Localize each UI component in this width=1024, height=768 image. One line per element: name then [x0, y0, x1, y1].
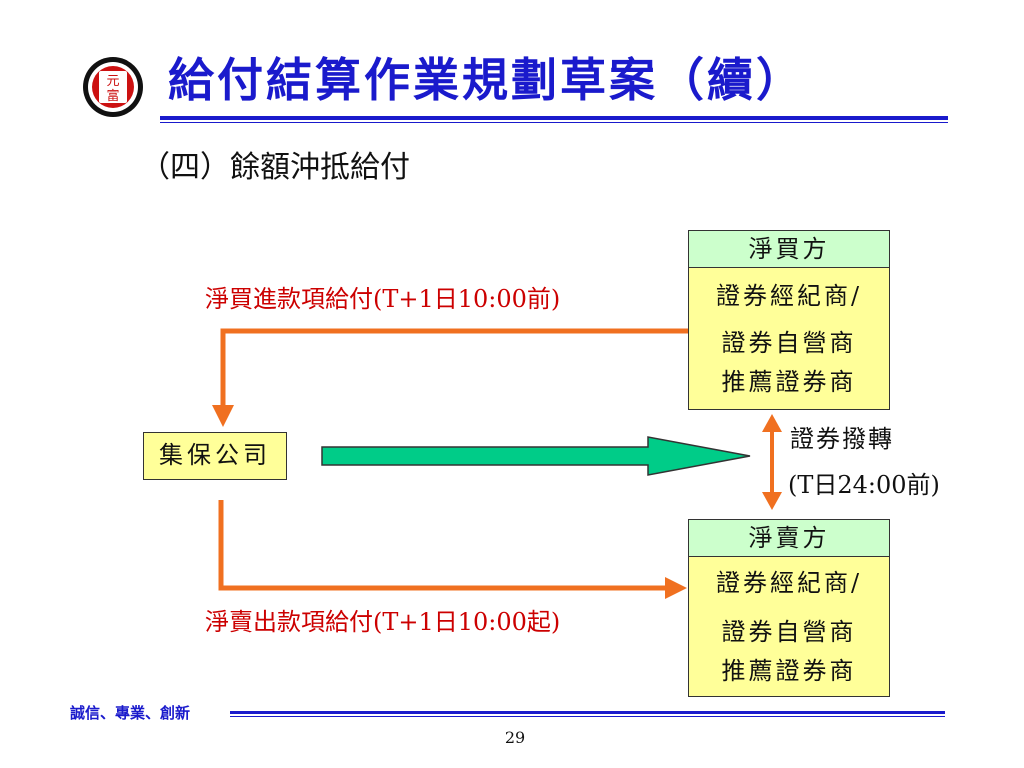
securities-transfer-arrowhead-up: [762, 414, 782, 432]
footer-rule-thin: [230, 716, 945, 717]
company-logo: 元 富: [83, 57, 143, 117]
net-buyer-box: 淨買方 證券經紀商/ 證券自營商 推薦證券商: [688, 230, 890, 410]
net-buyer-line-1: 證券經紀商/: [715, 282, 863, 310]
title-underline-thin: [160, 122, 948, 123]
net-seller-line-2: 證券自營商: [721, 618, 857, 646]
net-buyer-line-2: 證券自營商: [721, 329, 857, 357]
sell-payment-arrowhead: [665, 577, 687, 599]
logo-char-2: 富: [106, 88, 119, 104]
net-buyer-line-3: 推薦證券商: [721, 368, 857, 396]
net-seller-header: 淨賣方: [689, 520, 889, 557]
securities-transfer-arrowhead-down: [762, 492, 782, 510]
tdcc-box: 集保公司: [143, 432, 287, 480]
section-subtitle: （四）餘額沖抵給付: [140, 150, 410, 185]
net-buyer-header: 淨買方: [689, 231, 889, 268]
securities-flow-arrow: [321, 436, 751, 476]
footer-rule: [230, 711, 945, 714]
net-seller-line-3: 推薦證券商: [721, 657, 857, 685]
logo-char-1: 元: [106, 74, 119, 89]
securities-transfer-label: 證券撥轉: [790, 425, 894, 453]
page-title: 給付結算作業規劃草案（續）: [168, 53, 805, 107]
net-seller-box: 淨賣方 證券經紀商/ 證券自營商 推薦證券商: [688, 519, 890, 697]
title-underline: [160, 116, 948, 120]
securities-transfer-deadline: (T日24:00前): [788, 471, 940, 499]
page-number: 29: [504, 728, 526, 747]
net-seller-line-1: 證券經紀商/: [715, 569, 863, 597]
footer-slogan: 誠信、專業、創新: [70, 704, 191, 722]
buy-payment-label: 淨買進款項給付(T+1日10:00前): [205, 285, 561, 313]
buy-payment-arrow: [220, 328, 688, 410]
buy-payment-arrowhead: [212, 405, 234, 427]
sell-payment-label: 淨賣出款項給付(T+1日10:00起): [205, 608, 561, 636]
sell-payment-arrow: [218, 500, 670, 591]
